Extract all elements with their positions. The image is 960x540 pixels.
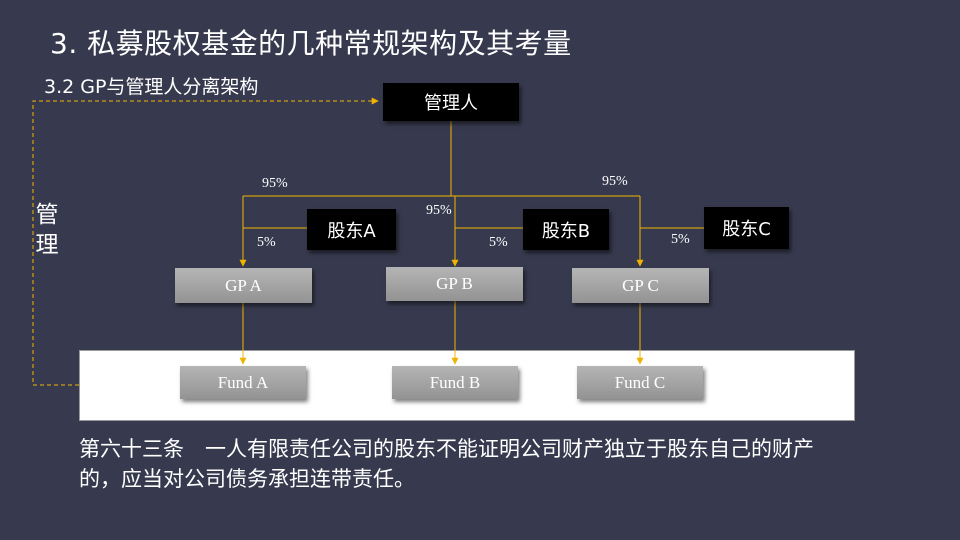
shareholder-b-node: 股东B [523,209,609,250]
law-article-text: 第六十三条 一人有限责任公司的股东不能证明公司财产独立于股东自己的财产的，应当对… [79,437,814,491]
management-side-label: 管 理 [35,202,59,258]
section-subtitle: 3.2 GP与管理人分离架构 [44,76,259,98]
shareholder-c-node: 股东C [704,207,789,249]
fund-c-node: Fund C [577,366,703,399]
pct-c-gp-c: 5% [671,232,690,247]
pct-manager-gp-b: 95% [426,203,452,218]
manager-node: 管理人 [383,83,519,121]
pct-manager-gp-a: 95% [262,176,288,191]
gp-c-node: GP C [572,268,709,303]
page-title: 3. 私募股权基金的几种常规架构及其考量 [50,27,572,60]
fund-a-node: Fund A [180,366,306,399]
pct-manager-gp-c: 95% [602,174,628,189]
pct-a-gp-a: 5% [257,235,276,250]
fund-b-node: Fund B [392,366,518,399]
shareholder-a-node: 股东A [307,209,396,250]
pct-b-gp-b: 5% [489,235,508,250]
gp-b-node: GP B [386,267,523,301]
gp-a-node: GP A [175,268,312,303]
management-dashed-line [32,97,379,386]
